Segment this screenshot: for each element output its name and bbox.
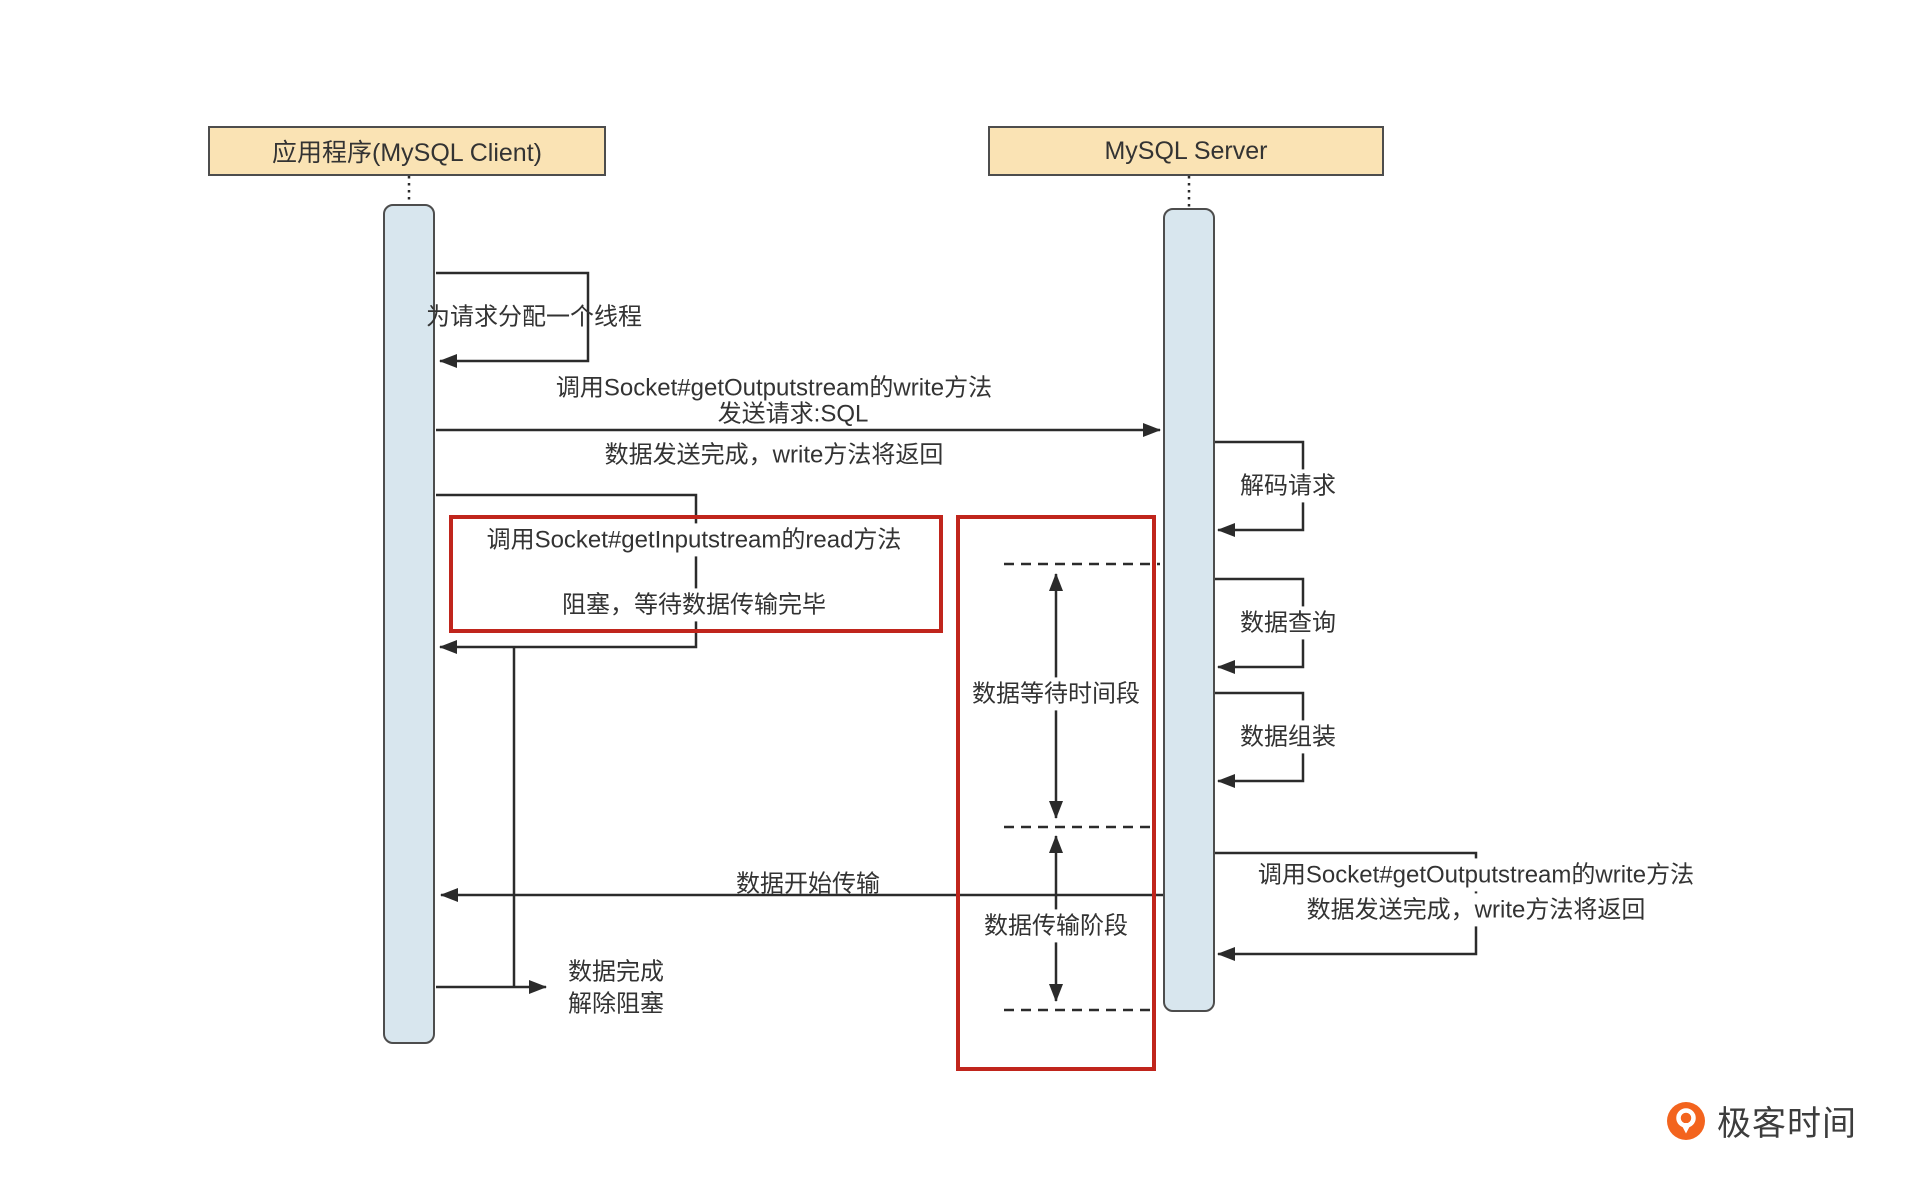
lifeline-server (1163, 208, 1215, 1012)
label-client-write-call: 调用Socket#getOutputstream的write方法 (555, 374, 993, 402)
actor-server: MySQL Server (988, 126, 1384, 176)
label-read-call: 调用Socket#getInputstream的read方法 (480, 523, 908, 557)
brand-logo-text: 极客时间 (1717, 1105, 1857, 1143)
label-transfer-phase: 数据传输阶段 (978, 909, 1134, 943)
label-allocate-thread: 为请求分配一个线程 (426, 303, 642, 331)
label-data-start: 数据开始传输 (736, 870, 880, 898)
actor-server-label: MySQL Server (1104, 136, 1268, 165)
highlight-read-block-box (449, 515, 943, 633)
label-wait-period: 数据等待时间段 (966, 677, 1146, 711)
label-data-done-line1: 数据完成 (568, 958, 664, 986)
lifeline-client (383, 204, 435, 1044)
label-data-query: 数据查询 (1234, 606, 1342, 640)
brand-logo: 极客时间 (1667, 1096, 1857, 1145)
label-send-request: 发送请求:SQL (717, 400, 869, 428)
actor-client-label: 应用程序(MySQL Client) (272, 139, 542, 167)
label-decode-request: 解码请求 (1234, 469, 1342, 503)
label-server-write-return: 数据发送完成，write方法将返回 (1300, 893, 1652, 927)
actor-client: 应用程序(MySQL Client) (208, 126, 606, 176)
geektime-logo-icon (1667, 1101, 1705, 1140)
label-data-assemble: 数据组装 (1234, 720, 1342, 754)
label-client-write-return: 数据发送完成，write方法将返回 (604, 441, 944, 469)
label-data-done-line2: 解除阻塞 (568, 990, 664, 1018)
highlight-timeline-box (956, 515, 1156, 1071)
label-server-write-call: 调用Socket#getOutputstream的write方法 (1251, 858, 1701, 892)
label-block-wait: 阻塞，等待数据传输完毕 (556, 588, 832, 622)
